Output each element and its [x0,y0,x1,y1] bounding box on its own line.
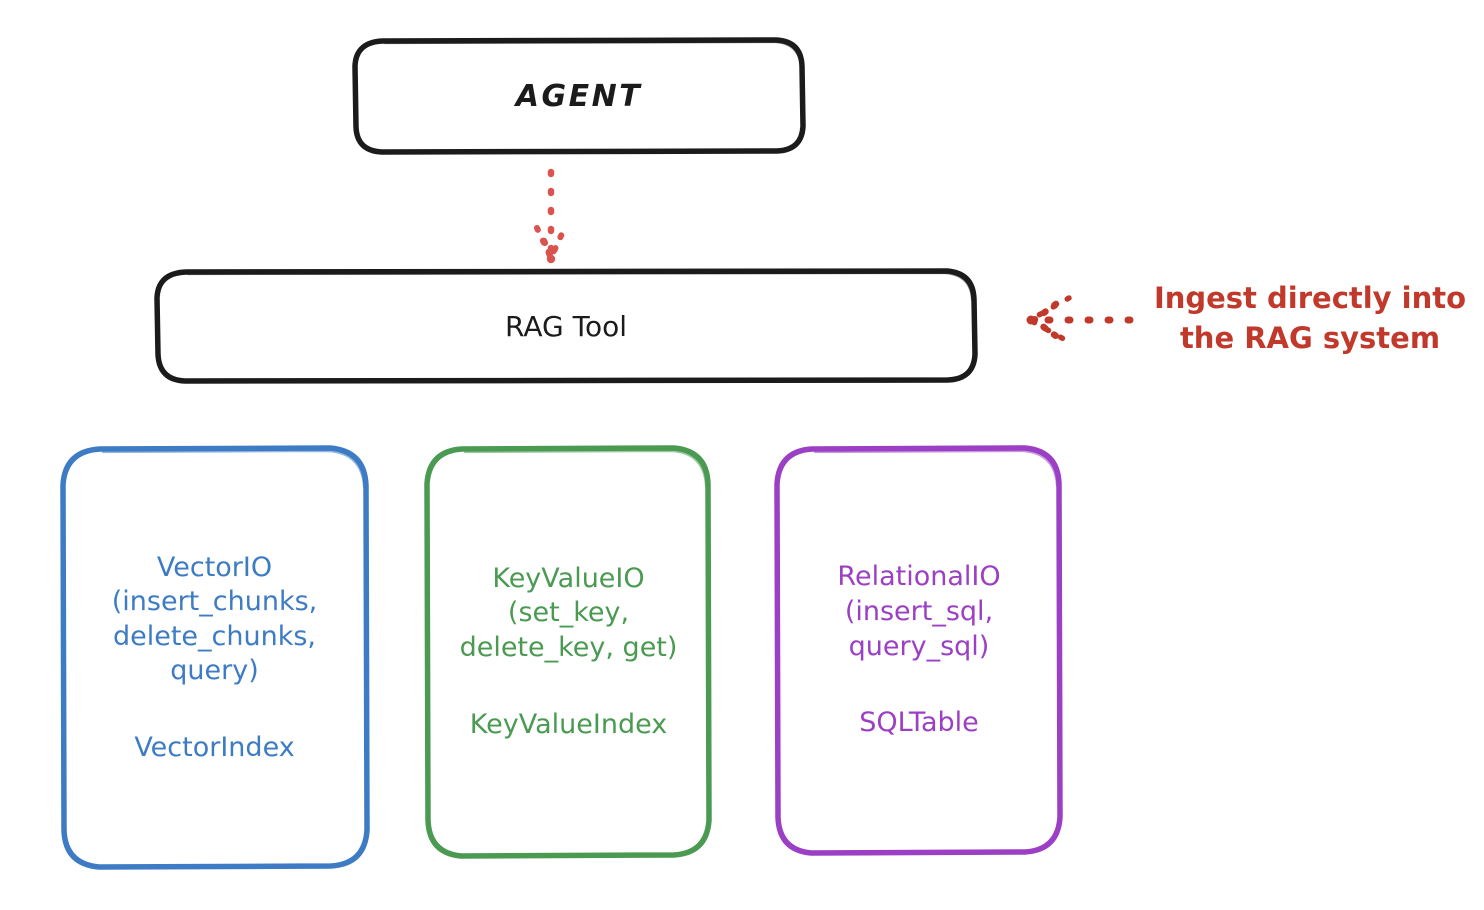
key-value-io-box-outline-sketch [463,449,708,488]
key-value-io-box-outline [424,445,712,859]
key-value-io-node[interactable] [424,445,712,859]
rag-tool-box-outline-sketch [186,271,974,302]
rag-tool-box-outline [154,268,978,384]
vector-io-box-outline-sketch [101,449,366,489]
agent-to-ragtool-arrow [534,168,568,264]
agent-box-outline [352,37,806,155]
relational-io-node[interactable] [774,445,1063,856]
rag-tool-node[interactable] [154,268,978,384]
agent-node[interactable] [352,37,806,155]
vector-io-node[interactable] [60,445,370,870]
relational-io-box-outline [774,445,1063,856]
vector-io-box-outline [60,445,370,870]
ingest-annotation-arrow [1026,295,1134,345]
relational-io-box-outline-sketch [813,449,1059,488]
agent-box-outline-sketch [383,40,803,69]
